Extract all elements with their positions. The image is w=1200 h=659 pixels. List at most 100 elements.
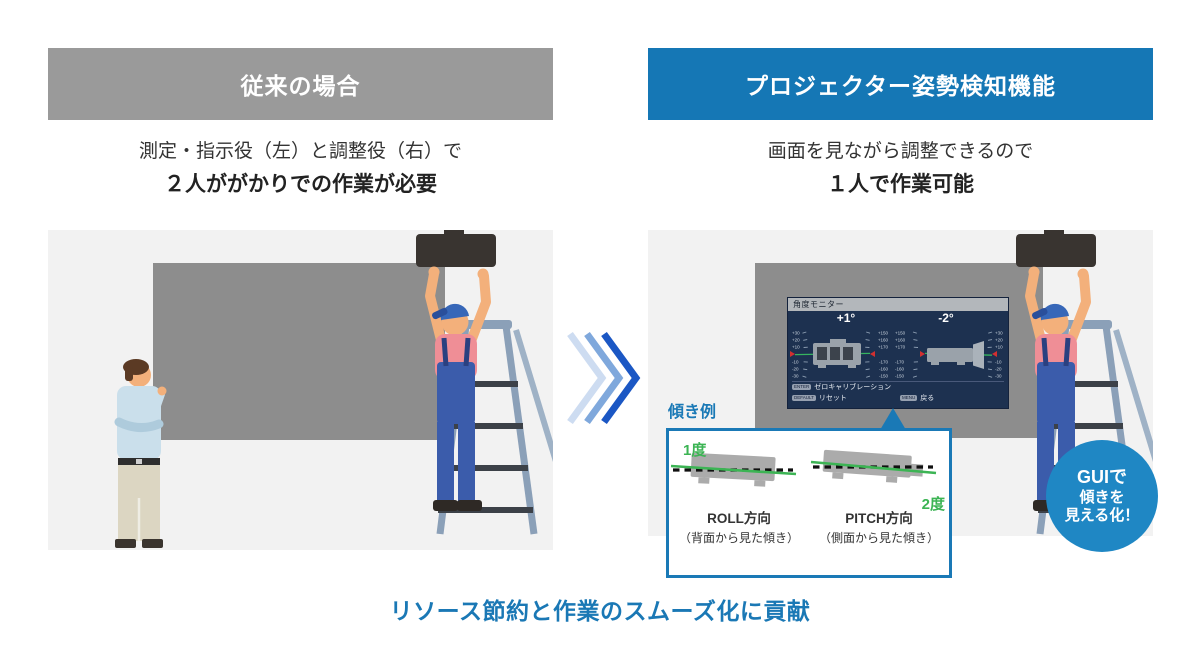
conventional-scene-art: [48, 230, 553, 550]
svg-text:+30: +30: [995, 331, 1003, 336]
conventional-scene: [48, 230, 553, 550]
worker-arm: [1025, 269, 1047, 349]
worker-cap: [440, 303, 469, 320]
svg-text:-10: -10: [995, 360, 1002, 365]
pitch-direction-sub: （側面から見た傾き）: [818, 531, 939, 545]
svg-text:-30: -30: [792, 374, 799, 379]
worker-shoe: [433, 500, 458, 511]
gui-visualization-badge: GUIで 傾きを 見える化！: [1046, 440, 1158, 552]
menu-key-badge: MENU: [900, 395, 918, 401]
reset-label: リセット: [818, 395, 847, 402]
roll-angle-label: 1度: [683, 442, 707, 459]
worker-group: [416, 230, 553, 535]
svg-text:-150: -150: [895, 374, 905, 379]
worker-cap: [1040, 303, 1069, 320]
projector-rear-silhouette: [690, 452, 776, 487]
svg-text:+160: +160: [895, 338, 906, 343]
conventional-desc-line2: ２人ががかりでの作業が必要: [164, 172, 437, 196]
worker-overalls: [437, 362, 475, 424]
svg-text:+20: +20: [995, 338, 1003, 343]
roll-angle-value: +1°: [836, 311, 856, 325]
svg-text:-170: -170: [879, 360, 889, 365]
pitch-left-pointer-icon: [920, 351, 925, 357]
tilt-example-label: 傾き例: [668, 404, 717, 421]
observer-person: [114, 359, 167, 548]
zero-calibration-label: ゼロキャリブレーション: [814, 384, 892, 391]
angle-monitor-titlebar: 角度モニター: [788, 298, 1008, 311]
observer-crossed-arm: [114, 417, 164, 432]
svg-text:+10: +10: [792, 345, 800, 350]
pitch-example: 2度 PITCH方向 （側面から見た傾き）: [809, 441, 949, 575]
roll-inner-gauge: +150 +160 +170 -170 -160 -150: [865, 331, 888, 379]
svg-text:+160: +160: [878, 338, 889, 343]
pitch-right-pointer-icon: [992, 351, 997, 357]
badge-line1: GUIで: [1076, 467, 1127, 487]
roll-outer-gauge: +30 +20 +10 -10 -20 -30: [792, 331, 808, 379]
posture-detection-header-label: プロジェクター姿勢検知機能: [744, 73, 1057, 99]
conventional-description: 測定・指示役（左）と調整役（右）で ２人ががかりでの作業が必要: [48, 138, 553, 200]
svg-text:-150: -150: [879, 374, 889, 379]
svg-text:+170: +170: [895, 345, 906, 350]
footer-headline: リソース節約と作業のスムーズ化に貢献: [389, 598, 811, 624]
angle-gauges: +30 +20 +10 -10 -20 -30: [790, 331, 1003, 379]
svg-text:-20: -20: [995, 367, 1002, 372]
svg-text:+10: +10: [995, 345, 1003, 350]
roll-direction-title: ROLL方向: [707, 511, 771, 526]
observer-hand: [157, 386, 167, 396]
feature-description: 画面を見ながら調整できるので １人で作業可能: [648, 138, 1153, 200]
tilt-line: [810, 460, 937, 475]
default-key-badge: DEFAULT: [792, 395, 816, 401]
conventional-header: 従来の場合: [48, 48, 553, 120]
svg-text:-30: -30: [995, 374, 1002, 379]
roll-example: 1度 ROLL方向 （背面から見た傾き）: [669, 441, 809, 575]
projector-side-glyph: [927, 341, 984, 369]
svg-text:-160: -160: [895, 367, 905, 372]
svg-text:+150: +150: [895, 331, 906, 336]
svg-text:-170: -170: [895, 360, 905, 365]
worker-shoe: [457, 500, 482, 511]
posture-detection-header: プロジェクター姿勢検知機能: [648, 48, 1153, 120]
projector-device: [1016, 234, 1096, 267]
pitch-tilt-diagram: [810, 449, 937, 483]
conventional-desc-line1: 測定・指示役（左）と調整役（右）で: [138, 141, 462, 162]
pitch-outer-gauge: +30 +20 +10 -10 -20 -30: [987, 331, 1003, 379]
worker-leg: [437, 422, 454, 504]
svg-text:+20: +20: [792, 338, 800, 343]
svg-text:-10: -10: [792, 360, 799, 365]
pitch-direction-title: PITCH方向: [845, 511, 913, 526]
worker-person: [416, 230, 496, 511]
roll-tilt-diagram: [670, 452, 797, 487]
projector-device: [416, 234, 496, 267]
observer-shoe: [115, 539, 136, 548]
roll-direction-sub: （背面から見た傾き）: [678, 531, 799, 545]
angle-monitor-body: +1° -2° +30 +20 +10 -10 -20 -30: [788, 311, 1008, 408]
svg-text:+150: +150: [878, 331, 889, 336]
worker-arm: [425, 269, 447, 349]
angle-monitor-window: 角度モニター +1° -2° +30 +20 +10 -10 -20 -30: [788, 298, 1008, 408]
worker-leg: [458, 422, 475, 504]
worker-overalls: [1037, 362, 1075, 424]
enter-key-badge: ENTER: [792, 384, 812, 390]
projector-front-glyph: [813, 339, 861, 368]
roll-right-pointer-icon: [870, 351, 875, 357]
svg-text:-160: -160: [879, 367, 889, 372]
observer-shoe: [142, 539, 163, 548]
svg-text:+170: +170: [878, 345, 889, 350]
pitch-inner-gauge: +150 +160 +170 -170 -160 -150: [895, 331, 919, 379]
callout-arrow-icon: [880, 408, 906, 430]
worker-arm: [465, 271, 491, 349]
conventional-header-label: 従来の場合: [240, 73, 361, 99]
projection-screen: [153, 263, 445, 440]
pitch-angle-value: -2°: [938, 311, 954, 325]
tilt-example-box: 1度 ROLL方向 （背面から見た傾き） 2度: [666, 428, 952, 578]
badge-line2: 傾きを: [1079, 488, 1125, 506]
tilt-line: [670, 464, 797, 476]
transition-chevrons-icon: [567, 331, 641, 425]
feature-desc-line2: １人で作業可能: [827, 172, 974, 196]
feature-desc-line1: 画面を見ながら調整できるので: [767, 141, 1034, 162]
worker-arm: [1065, 271, 1091, 349]
